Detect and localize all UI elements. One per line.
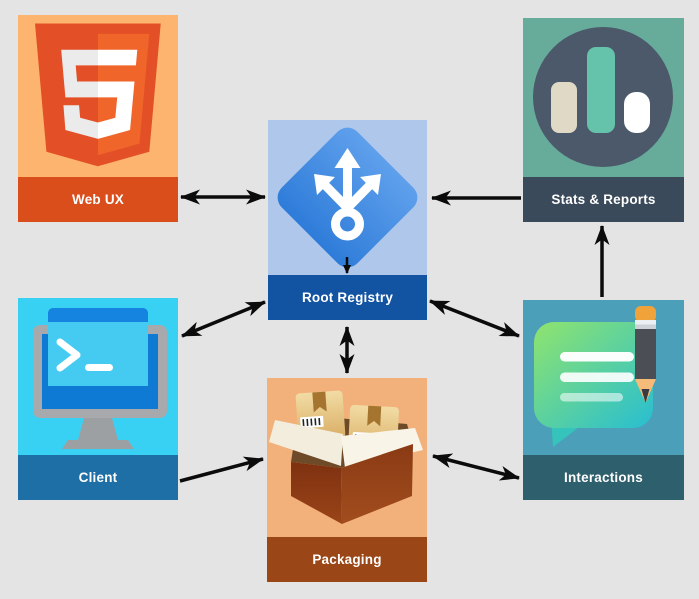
node-label: Stats & Reports: [551, 192, 656, 207]
node-label-band: Client: [18, 455, 178, 500]
pencil-icon: [635, 306, 656, 403]
node-interactions: Interactions: [523, 300, 684, 500]
open-box-icon: [267, 378, 427, 537]
arrow-client-rootregistry: [181, 300, 266, 338]
node-label-band: Interactions: [523, 455, 684, 500]
branch-hub-diamond-icon: [268, 120, 427, 275]
node-label: Client: [78, 470, 118, 485]
arrow-client-packaging: [179, 456, 264, 483]
bar-chart-circle-icon: [523, 18, 684, 177]
chat-pencil-icon: [523, 300, 684, 455]
arrow-packaging-interactions: [432, 453, 520, 481]
node-packaging: Packaging: [267, 378, 427, 582]
node-label-band: Root Registry: [268, 275, 427, 320]
node-label: Web UX: [72, 192, 124, 207]
node-label-band: Web UX: [18, 177, 178, 222]
node-stats-reports: Stats & Reports: [523, 18, 684, 222]
terminal-monitor-icon: [18, 298, 178, 455]
node-label: Root Registry: [301, 290, 394, 305]
node-label: Interactions: [564, 470, 643, 485]
node-web-ux: Web UX: [18, 15, 178, 222]
node-client: Client: [18, 298, 178, 500]
arrow-rootregistry-interactions: [429, 299, 520, 338]
node-label-band: Stats & Reports: [523, 177, 684, 222]
html5-shield-icon: [18, 15, 178, 177]
node-label-band: Packaging: [267, 537, 427, 582]
node-root-registry: Root Registry: [268, 120, 427, 320]
node-label: Packaging: [312, 552, 382, 567]
